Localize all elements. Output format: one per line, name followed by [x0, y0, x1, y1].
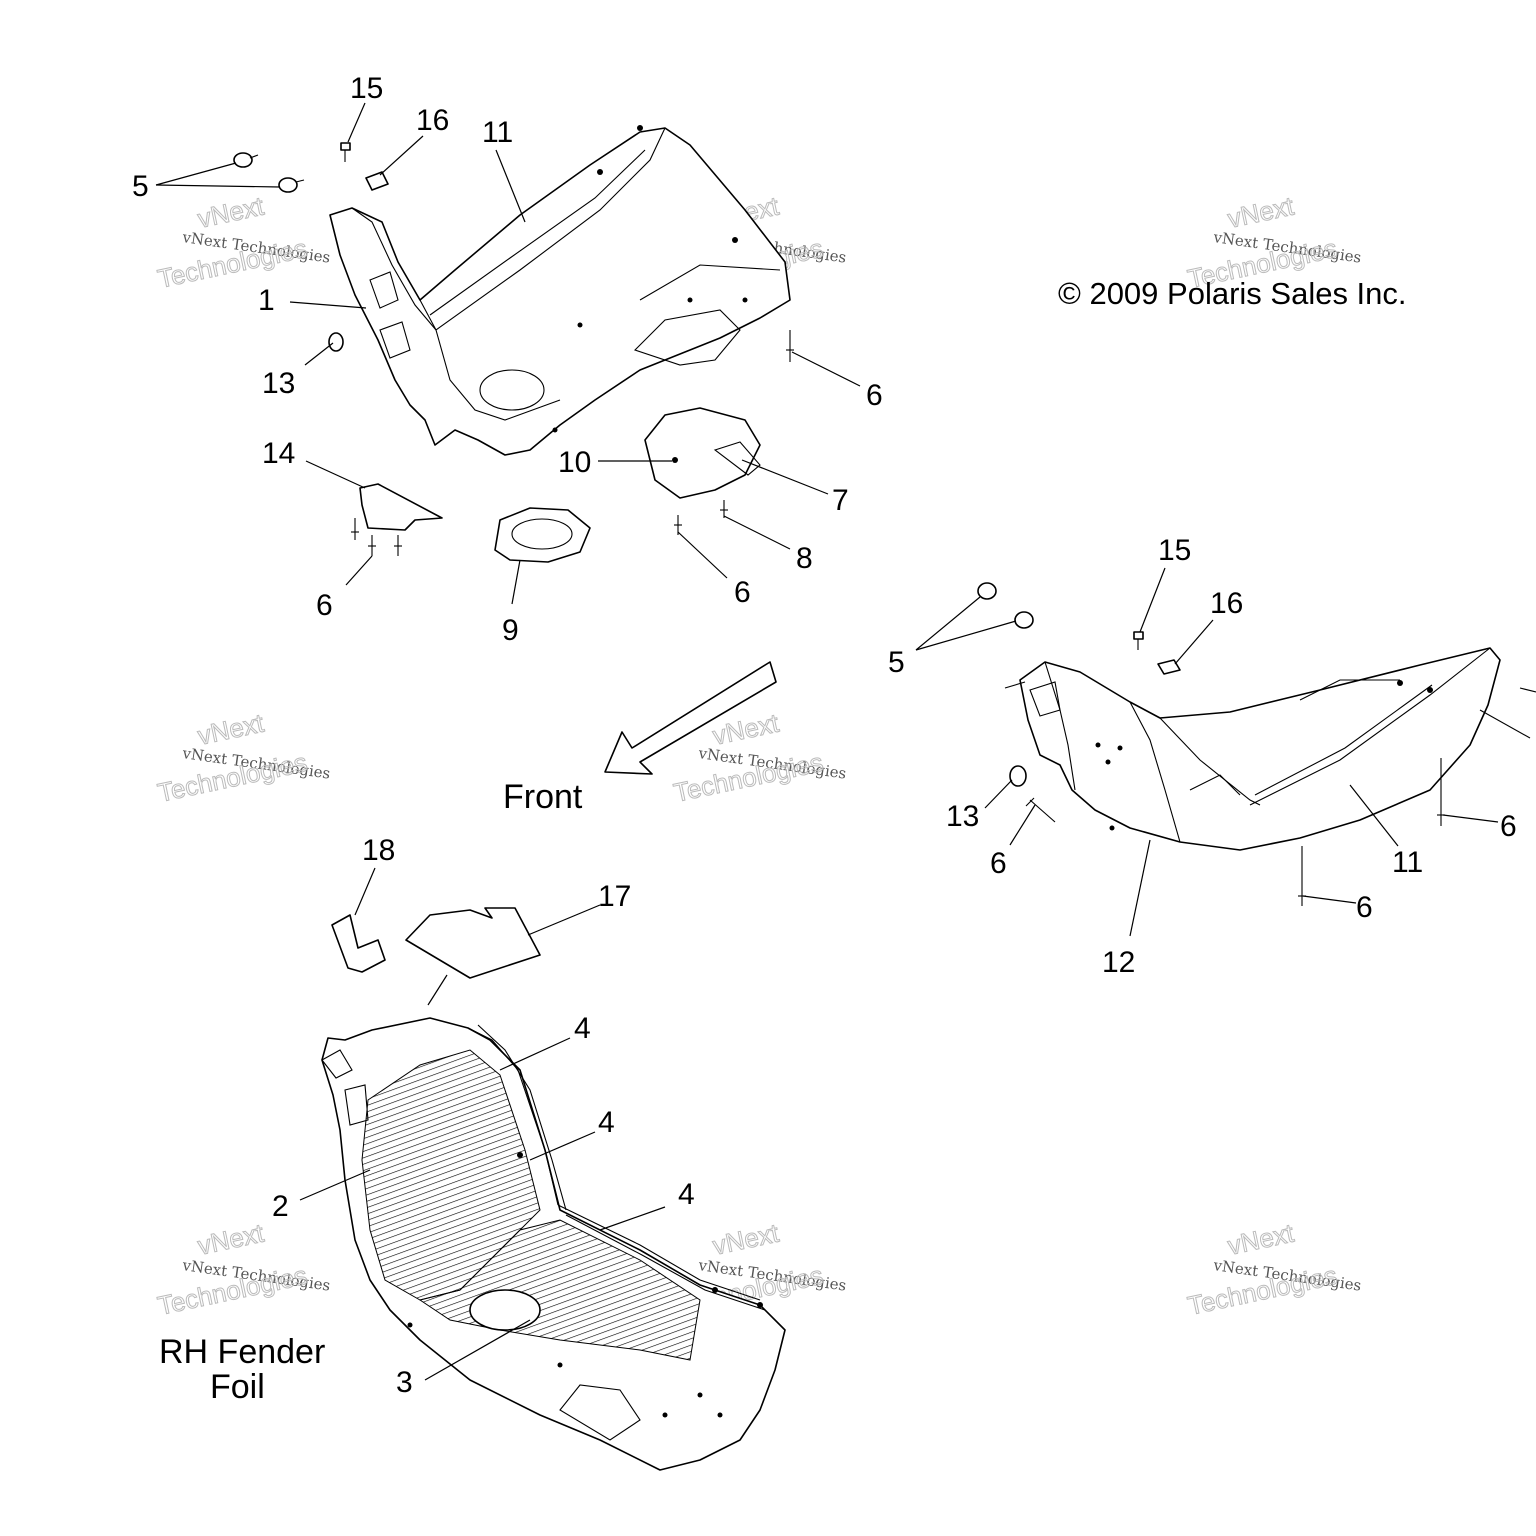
callout-16: 16: [416, 104, 449, 137]
callout-4: 4: [678, 1178, 695, 1211]
rivet-part-6: [1025, 797, 1056, 823]
callout-3: 3: [396, 1366, 413, 1399]
front-label: Front: [503, 778, 583, 816]
copyright-text: © 2009 Polaris Sales Inc.: [1058, 276, 1407, 311]
callout-6: 6: [1356, 891, 1373, 924]
callout-11: 11: [1392, 846, 1423, 879]
rivet-part-6: [351, 518, 359, 540]
fender-part-1: [329, 127, 791, 456]
callout-15: 15: [1158, 534, 1191, 567]
clip-part-16: [365, 171, 389, 191]
rivet-part-6: [368, 535, 376, 556]
front-direction-arrow: Front: [503, 661, 777, 816]
callout-14: 14: [262, 437, 295, 470]
watermark-1: vNext vNext Technologies Technologies: [155, 190, 332, 294]
fender-part-12: [1019, 647, 1501, 851]
watermark-text: vNext: [710, 1218, 782, 1261]
bracket-part-14: [359, 483, 443, 531]
callout-6: 6: [866, 379, 883, 412]
callout-6: 6: [734, 576, 751, 609]
ring-part-9: [494, 507, 591, 563]
callout-9: 9: [502, 614, 519, 647]
callout-4: 4: [598, 1106, 615, 1139]
screw-part-15: [340, 142, 351, 162]
grommet-part-13: [328, 332, 344, 352]
watermark-7: vNext vNext Technologies Technologies: [155, 1217, 332, 1321]
callout-5: 5: [888, 646, 905, 679]
push-rivet-5c: [977, 582, 997, 600]
callout-10: 10: [558, 446, 591, 479]
rivet-part-8: [720, 500, 728, 518]
callout-11: 11: [482, 116, 513, 149]
callout-5: 5: [132, 170, 149, 203]
screw-part-15: [1133, 631, 1144, 650]
foil-part-18: [331, 914, 386, 973]
callout-13: 13: [946, 800, 979, 833]
clip-part-16: [1157, 659, 1181, 675]
callout-8: 8: [796, 542, 813, 575]
push-rivet-5d: [1014, 611, 1034, 629]
fender-left-assembly: 15 16 11 5 1 13 6 14 10 7 8 6 9 6: [132, 72, 883, 647]
watermark-9: vNext vNext Technologies Technologies: [1185, 1217, 1363, 1321]
callout-15: 15: [350, 72, 383, 105]
push-rivet-5a: [233, 152, 259, 168]
push-rivet-5b: [278, 177, 305, 193]
rh-fender-foil-assembly: 18 17 4 4 4 2 3 RH Fender Foil: [159, 834, 786, 1471]
watermark-text: vNext: [1225, 191, 1297, 234]
grommet-part-13: [1009, 765, 1027, 787]
foil-part-17: [405, 907, 541, 979]
callout-17: 17: [598, 880, 631, 913]
rh-fender-label-foil: Foil: [210, 1368, 265, 1406]
callout-6: 6: [1500, 810, 1517, 843]
watermark-4: vNext vNext Technologies Technologies: [155, 707, 332, 808]
rivet-part-6: [1298, 846, 1306, 906]
callout-18: 18: [362, 834, 395, 867]
callout-13: 13: [262, 367, 295, 400]
fender-right-assembly: 15 16 5 13 6 6 11 6 12: [888, 534, 1536, 979]
callout-12: 12: [1102, 946, 1135, 979]
watermark-text: vNext: [195, 1218, 267, 1261]
rivet-part-6: [394, 535, 402, 556]
rh-fender-label: RH Fender: [159, 1333, 325, 1371]
watermark-text: vNext: [195, 708, 267, 751]
deflector-part-10: [644, 407, 761, 499]
watermark-text: vNext: [195, 191, 267, 234]
callout-1: 1: [258, 284, 275, 317]
watermark-text: vNext: [1225, 1218, 1297, 1261]
callout-6: 6: [316, 589, 333, 622]
rivet-part-6: [786, 330, 794, 362]
rivet-part-6: [674, 515, 682, 535]
callout-6: 6: [990, 847, 1007, 880]
callout-2: 2: [272, 1190, 289, 1223]
callout-16: 16: [1210, 587, 1243, 620]
callout-4: 4: [574, 1012, 591, 1045]
callout-7: 7: [832, 484, 849, 517]
